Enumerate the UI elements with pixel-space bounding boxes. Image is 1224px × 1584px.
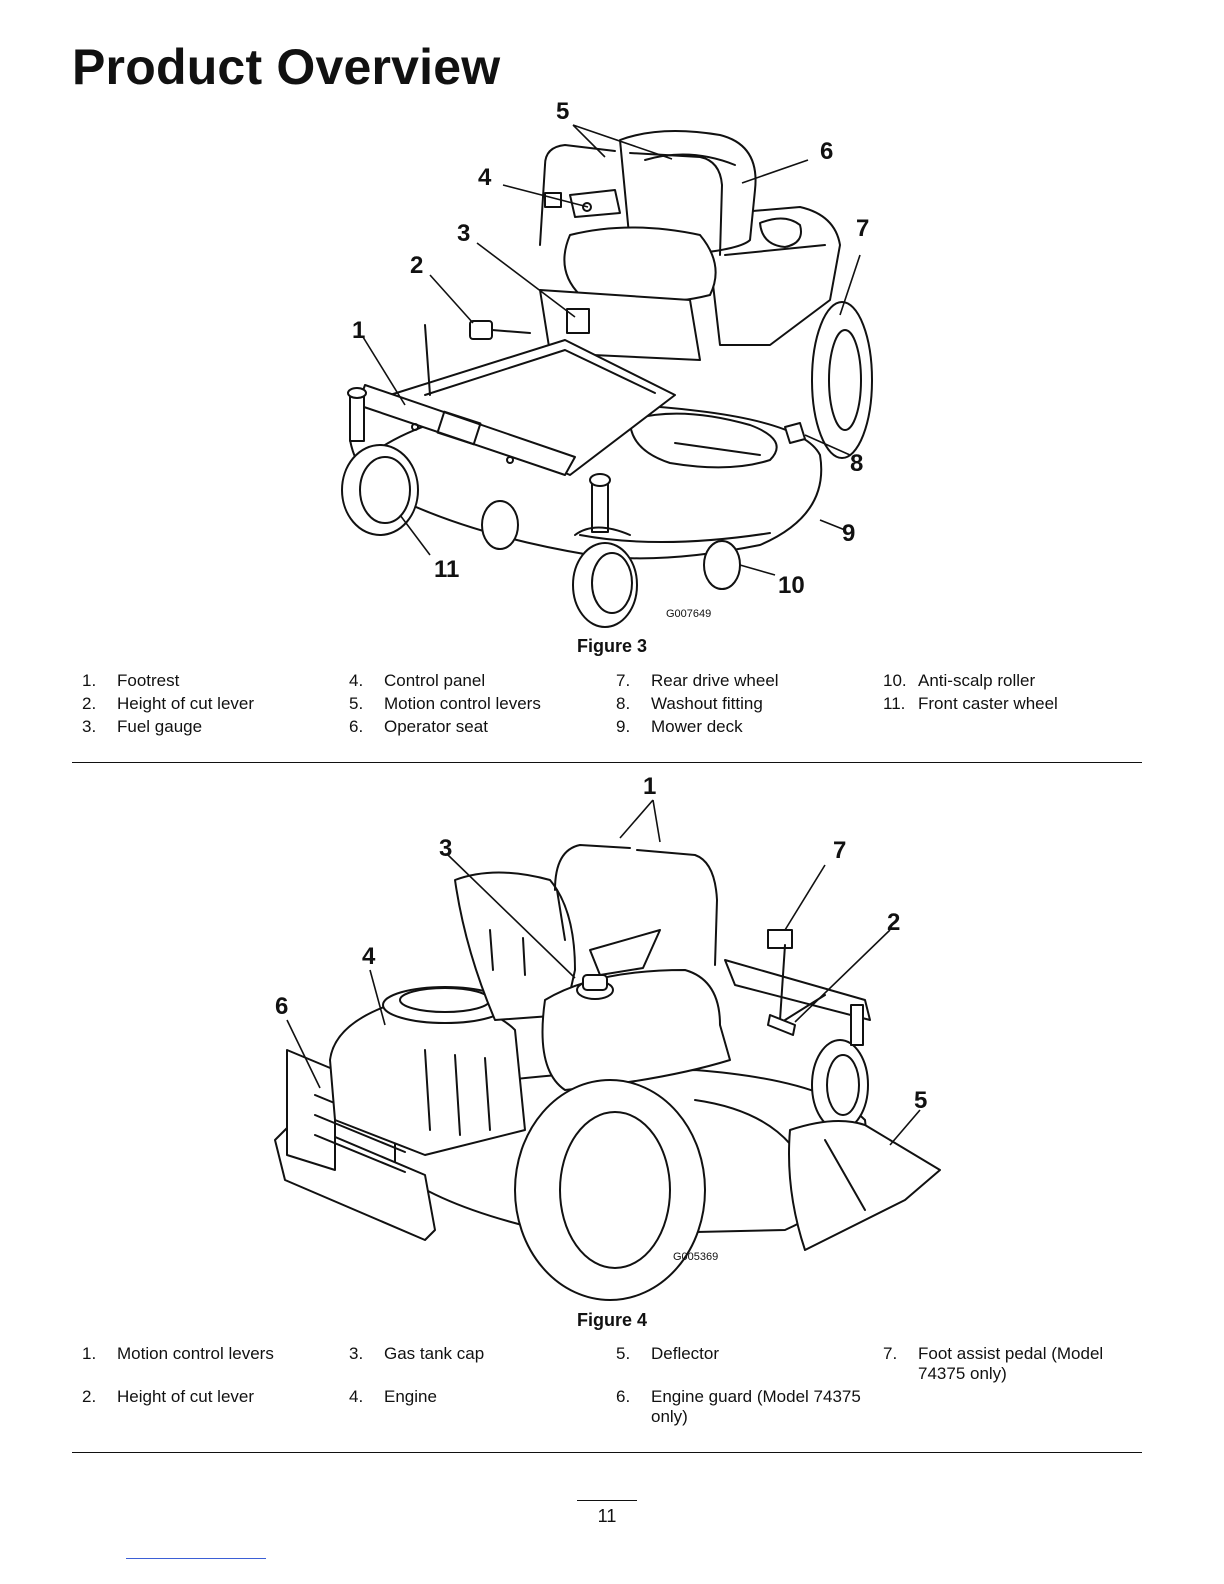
figure-3-legend: 1. Footrest 2. Height of cut lever 3. Fuel … <box>82 669 1152 738</box>
legend-text: Engine <box>384 1387 437 1406</box>
section-divider <box>72 762 1142 763</box>
legend-number: 2. <box>82 694 97 713</box>
legend-number: 1. <box>82 671 97 690</box>
legend-number: 11. <box>883 694 906 713</box>
fig3-callout-3: 3 <box>457 220 470 247</box>
legend-item: 2. Height of cut lever <box>82 1387 349 1430</box>
fig4-callout-3: 3 <box>439 835 452 862</box>
legend-number: 4. <box>349 1387 364 1406</box>
legend-number: 10. <box>883 671 907 690</box>
legend-number: 8. <box>616 694 631 713</box>
fig4-callout-7: 7 <box>833 837 846 864</box>
figure-4-legend: 1. Motion control levers 2. Height of cut … <box>82 1344 1152 1430</box>
page-number: 11 <box>597 1506 617 1526</box>
legend-text: Height of cut lever <box>117 1387 255 1406</box>
legend-text: Gas tank cap <box>384 1344 485 1363</box>
legend-item: 3. Fuel gauge <box>82 715 349 738</box>
legend-number: 7. <box>616 671 631 690</box>
fig3-callout-10: 10 <box>778 572 805 599</box>
figure-3-caption: Figure 3 <box>576 636 647 656</box>
legend-number: 9. <box>616 717 631 736</box>
legend-item: 3. Gas tank cap <box>349 1344 616 1387</box>
fig3-callout-4: 4 <box>478 164 492 191</box>
legend-column: 3. Gas tank cap 4. Engine <box>349 1344 616 1430</box>
legend-text: Deflector <box>651 1344 720 1363</box>
legend-number: 3. <box>349 1344 364 1363</box>
legend-item: 7. Rear drive wheel <box>616 669 883 692</box>
fig4-code: G005369 <box>673 1251 718 1263</box>
legend-column: 7. Foot assist pedal (Model 74375 only) <box>883 1344 1150 1430</box>
legend-text: Footrest <box>117 671 180 690</box>
legend-text: Motion control levers <box>117 1344 274 1363</box>
legend-column: 1. Motion control levers 2. Height of cut … <box>82 1344 349 1430</box>
fig3-callout-8: 8 <box>850 450 863 477</box>
fig4-callout-6: 6 <box>275 993 288 1020</box>
fig3-callout-1: 1 <box>352 317 365 344</box>
legend-item: 1. Motion control levers <box>82 1344 349 1387</box>
fig3-callout-7: 7 <box>856 215 869 242</box>
legend-number: 3. <box>82 717 97 736</box>
fig3-callout-6: 6 <box>820 138 833 165</box>
legend-item: 5. Deflector <box>616 1344 883 1387</box>
fig3-callout-9: 9 <box>842 520 855 547</box>
footer-rule <box>577 1500 637 1501</box>
fig3-callout-2: 2 <box>410 252 423 279</box>
legend-text: Operator seat <box>384 717 488 736</box>
page-title: Product Overview <box>72 39 501 95</box>
legend-column: 1. Footrest 2. Height of cut lever 3. Fuel … <box>82 669 349 738</box>
legend-item: 5. Motion control levers <box>349 692 616 715</box>
figure-4-illustration: 1 2 3 4 5 6 7 G005369 <box>265 770 945 1305</box>
legend-column: 4.Control panel 5.Motion control levers … <box>349 669 616 738</box>
legend-item: 9. Mower deck <box>616 715 883 738</box>
legend-text: Engine guard (Model 74375 only) <box>651 1387 861 1426</box>
legend-item: 4. Engine <box>349 1387 616 1430</box>
legend-number: 4. <box>349 671 364 690</box>
legend-number: 6. <box>616 1387 631 1406</box>
figure-3-illustration: 1 2 3 4 5 6 7 8 9 10 11 G007649 <box>330 95 890 630</box>
legend-number: 1. <box>82 1344 97 1363</box>
legend-text: Fuel gauge <box>117 717 203 736</box>
legend-item: 6. Operator seat <box>349 715 616 738</box>
legend-item: 7. Foot assist pedal (Model 74375 only) <box>883 1344 1150 1387</box>
legend-item: 11. Front caster wheel <box>883 692 1150 715</box>
legend-text: Control panel <box>384 671 486 690</box>
legend-item: 10. Anti-scalp roller <box>883 669 1150 692</box>
legend-item: 6. Engine guard (Model 74375 only) <box>616 1387 883 1430</box>
legend-item: 1. Footrest <box>82 669 349 692</box>
legend-item: 8. Washout fitting <box>616 692 883 715</box>
fig3-callout-5: 5 <box>556 98 569 125</box>
legend-column: 7. Rear drive wheel 8. Washout fitting 9. M… <box>616 669 883 738</box>
legend-text: Motion control levers <box>384 694 541 713</box>
legend-column: 10. Anti-scalp roller 11. Front caster whe… <box>883 669 1150 738</box>
legend-item: 2. Height of cut lever <box>82 692 349 715</box>
link-underline <box>126 1558 266 1559</box>
figure-4-caption: Figure 4 <box>576 1310 647 1330</box>
fig4-callout-1: 1 <box>643 773 656 800</box>
legend-text: Washout fitting <box>651 694 763 713</box>
fig3-callout-11: 11 <box>434 556 459 583</box>
fig4-callout-5: 5 <box>914 1087 927 1114</box>
fig4-callout-2: 2 <box>887 909 900 936</box>
legend-number: 6. <box>349 717 364 736</box>
legend-number: 2. <box>82 1387 97 1406</box>
legend-text: Rear drive wheel <box>651 671 779 690</box>
legend-column: 5. Deflector 6. Engine guard (Model 74375 … <box>616 1344 883 1430</box>
legend-text: Height of cut lever <box>117 694 255 713</box>
section-divider <box>72 1452 1142 1453</box>
legend-text: Mower deck <box>651 717 743 736</box>
legend-number: 5. <box>349 694 364 713</box>
legend-text: Anti-scalp roller <box>918 671 1036 690</box>
legend-number: 5. <box>616 1344 631 1363</box>
fig3-code: G007649 <box>666 608 711 620</box>
legend-number: 7. <box>883 1344 898 1363</box>
legend-item: 4. Control panel <box>349 669 616 692</box>
fig4-callout-4: 4 <box>362 943 376 970</box>
legend-text: Foot assist pedal (Model 74375 only) <box>918 1344 1104 1383</box>
legend-text: Front caster wheel <box>918 694 1058 713</box>
